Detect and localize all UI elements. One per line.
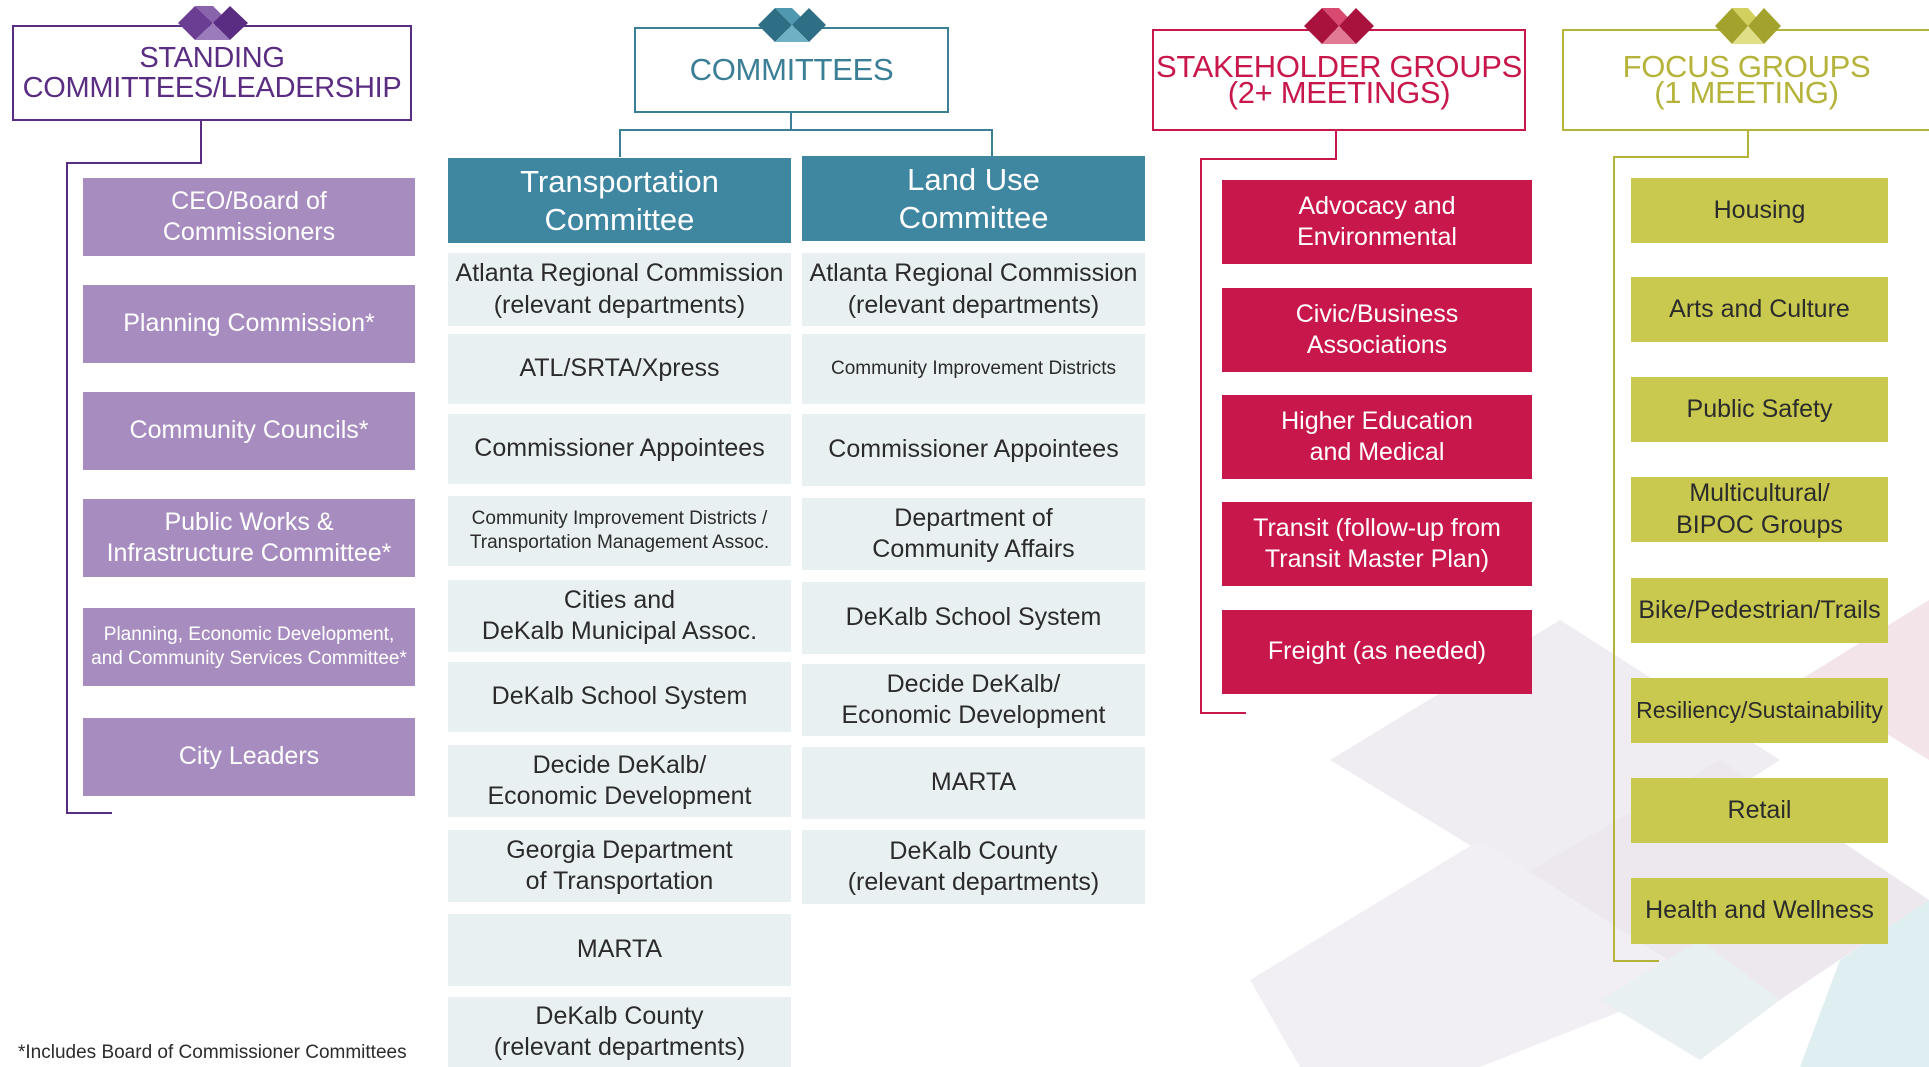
land-use-member: Community Improvement Districts xyxy=(802,334,1145,404)
transportation-member: DeKalb County (relevant departments) xyxy=(448,997,791,1067)
land-use-member: Department of Community Affairs xyxy=(802,498,1145,570)
focus-item: Retail xyxy=(1631,778,1888,843)
stakeholder-item: Freight (as needed) xyxy=(1222,610,1532,694)
land-use-member: Atlanta Regional Commission (relevant de… xyxy=(802,253,1145,326)
transportation-member: ATL/SRTA/Xpress xyxy=(448,334,791,404)
standing-item: Public Works & Infrastructure Committee* xyxy=(83,499,415,577)
focus-item: Bike/Pedestrian/Trails xyxy=(1631,578,1888,643)
focus-item: Multicultural/ BIPOC Groups xyxy=(1631,477,1888,542)
focus-item: Arts and Culture xyxy=(1631,277,1888,342)
focus-item: Resiliency/Sustainability xyxy=(1631,678,1888,743)
transportation-member: Georgia Department of Transportation xyxy=(448,830,791,902)
transportation-member: Atlanta Regional Commission (relevant de… xyxy=(448,253,791,326)
olive-gem-icon xyxy=(1715,8,1781,44)
purple-gem-icon xyxy=(178,6,248,40)
stakeholder-connector xyxy=(1335,131,1337,159)
focus-header: FOCUS GROUPS (1 MEETING) xyxy=(1562,29,1929,131)
transportation-member: MARTA xyxy=(448,914,791,986)
focus-item: Housing xyxy=(1631,178,1888,243)
transportation-member: DeKalb School System xyxy=(448,662,791,732)
standing-item: Planning Commission* xyxy=(83,285,415,363)
land-use-member: MARTA xyxy=(802,747,1145,819)
stakeholder-item: Higher Education and Medical xyxy=(1222,395,1532,479)
land-use-committee-title: Land Use Committee xyxy=(802,156,1145,241)
land-use-member: DeKalb School System xyxy=(802,582,1145,654)
transportation-member: Cities and DeKalb Municipal Assoc. xyxy=(448,580,791,652)
land-use-member: DeKalb County (relevant departments) xyxy=(802,830,1145,904)
teal-gem-icon xyxy=(758,8,826,42)
transportation-member: Decide DeKalb/ Economic Development xyxy=(448,745,791,817)
standing-item: City Leaders xyxy=(83,718,415,796)
focus-connector xyxy=(1747,131,1749,157)
footnote: *Includes Board of Commissioner Committe… xyxy=(18,1042,407,1063)
stakeholder-item: Advocacy and Environmental xyxy=(1222,180,1532,264)
land-use-member: Commissioner Appointees xyxy=(802,414,1145,486)
standing-item: Community Councils* xyxy=(83,392,415,470)
transportation-member: Commissioner Appointees xyxy=(448,414,791,484)
focus-item: Health and Wellness xyxy=(1631,878,1888,944)
red-gem-icon xyxy=(1304,8,1374,44)
standing-item: CEO/Board of Commissioners xyxy=(83,178,415,256)
stakeholder-header: STAKEHOLDER GROUPS (2+ MEETINGS) xyxy=(1152,29,1526,131)
stakeholder-item: Transit (follow-up from Transit Master P… xyxy=(1222,502,1532,586)
stakeholder-item: Civic/Business Associations xyxy=(1222,288,1532,372)
transportation-member: Community Improvement Districts / Transp… xyxy=(448,496,791,566)
land-use-member: Decide DeKalb/ Economic Development xyxy=(802,664,1145,736)
committees-connector xyxy=(790,113,792,130)
standing-item: Planning, Economic Development, and Comm… xyxy=(83,608,415,686)
standing-connector xyxy=(200,121,202,163)
transportation-committee-title: Transportation Committee xyxy=(448,158,791,243)
standing-header: STANDING COMMITTEES/LEADERSHIP xyxy=(12,25,412,121)
focus-item: Public Safety xyxy=(1631,377,1888,442)
